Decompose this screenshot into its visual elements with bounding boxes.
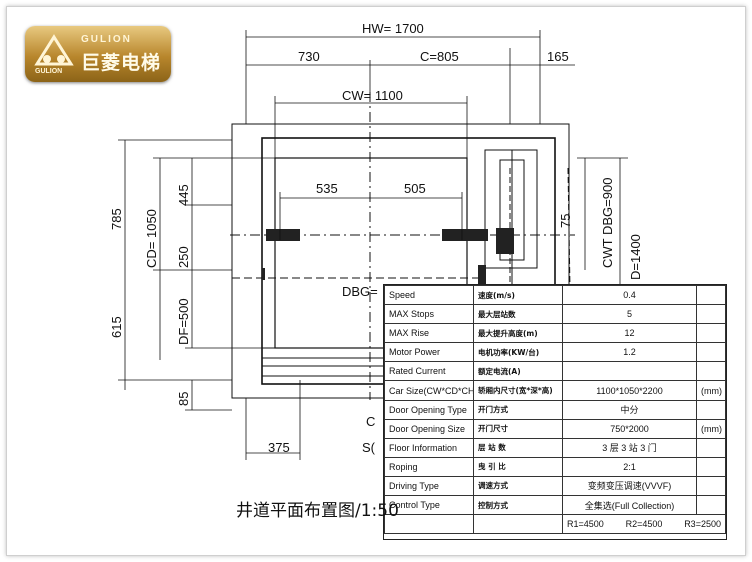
spec-unit	[696, 285, 726, 306]
logo-brand-en: GULION	[81, 34, 132, 45]
spec-value: 750*2000	[562, 418, 697, 439]
dim-250: 250	[176, 246, 191, 268]
guide-rails	[262, 228, 514, 285]
dim-c-partial: C	[366, 414, 375, 429]
reaction-r2: R2=4500	[625, 519, 663, 530]
spec-label-cn: 开门方式	[473, 399, 563, 420]
dim-730: 730	[298, 49, 320, 64]
spec-label-cn: 轿厢内尺寸(宽*深*高)	[473, 380, 563, 401]
dim-85: 85	[176, 392, 191, 406]
dim-375: 375	[268, 440, 290, 455]
spec-value: 变频变压调速(VVVF)	[562, 475, 697, 497]
spec-value: 中分	[562, 399, 697, 420]
spec-label-cn: 调速方式	[473, 475, 563, 497]
logo-brand-small: GULION	[35, 68, 63, 75]
spec-unit	[696, 323, 726, 344]
spec-label-en: Door Opening Size	[384, 418, 474, 439]
spec-label-en: Rated Current	[384, 361, 474, 382]
spec-label-en: Floor Information	[384, 437, 474, 458]
counterweight-frame	[484, 149, 538, 269]
spec-unit: (mm)	[696, 418, 726, 439]
spec-value: 1.2	[562, 342, 697, 363]
spec-label-en: Motor Power	[384, 342, 474, 363]
spec-label-en: Speed	[384, 285, 474, 306]
spec-unit: (mm)	[696, 380, 726, 401]
dim-615: 615	[109, 316, 124, 338]
spec-value: 0.4	[562, 285, 697, 306]
spec-label-cn: 层 站 数	[473, 437, 563, 458]
spec-label-cn: 曳 引 比	[473, 456, 563, 477]
dim-cwt-dbg: CWT DBG=900	[600, 178, 615, 268]
spec-label-en: Roping	[384, 456, 474, 477]
spec-unit	[696, 437, 726, 458]
spec-value: 3 层 3 站 3 门	[562, 437, 697, 458]
left-guide-rail	[266, 229, 300, 241]
dim-c805: C=805	[420, 49, 459, 64]
dim-165: 165	[547, 49, 569, 64]
gulion-logo: GULION 巨菱电梯 GULION	[25, 26, 171, 82]
spec-unit	[696, 361, 726, 382]
spec-value: 全集选(Full Collection)	[562, 495, 697, 516]
dim-785: 785	[109, 208, 124, 230]
dim-cw: CW= 1100	[342, 88, 403, 103]
spec-unit	[696, 399, 726, 420]
drawing-caption: 井道平面布置图/1:50	[236, 501, 399, 521]
spec-value: 5	[562, 304, 697, 325]
right-guide-rail	[442, 229, 488, 241]
reaction-r1: R1=4500	[567, 519, 604, 530]
spec-unit	[696, 495, 726, 516]
spec-label-cn: 控制方式	[473, 495, 563, 516]
dim-cd: CD= 1050	[144, 209, 159, 268]
spec-value	[562, 361, 697, 382]
spec-label-cn: 开门尺寸	[473, 418, 563, 439]
spec-label-en: Door Opening Type	[384, 399, 474, 420]
spec-label-cn: 最大层站数	[473, 304, 563, 325]
dim-505: 505	[404, 181, 426, 196]
dim-dbg: DBG=	[342, 284, 378, 299]
spec-label-en: Car Size(CW*CD*CH)	[384, 380, 474, 401]
spec-value: 1100*1050*2200	[562, 380, 697, 401]
dim-445: 445	[176, 184, 191, 206]
logo-emblem-icon	[34, 34, 74, 66]
logo-brand-cn: 巨菱电梯	[81, 52, 162, 74]
dim-75: 75	[558, 214, 573, 228]
spec-label-en: MAX Rise	[384, 323, 474, 344]
spec-unit	[696, 456, 726, 477]
spec-label-cn: 最大提升高度(m)	[473, 323, 563, 344]
dim-s-partial: S(	[362, 440, 376, 455]
spec-row: Car Size(CW*CD*CH)轿厢内尺寸(宽*深*高)1100*1050*…	[384, 380, 726, 401]
spec-label-en: MAX Stops	[384, 304, 474, 325]
dim-d1400: D=1400	[628, 234, 643, 280]
spec-unit	[696, 342, 726, 363]
dim-df: DF=500	[176, 298, 191, 345]
frame-border	[6, 6, 746, 556]
dim-535: 535	[316, 181, 338, 196]
spec-label-cn: 额定电流(A)	[473, 361, 563, 382]
spec-label-en: Driving Type	[384, 475, 474, 497]
spec-value: 2:1	[562, 456, 697, 477]
reaction-r3: R3=2500	[684, 519, 721, 530]
cwt-guide-rail	[496, 228, 514, 254]
spec-label-cn: 电机功率(KW/台)	[473, 342, 563, 363]
spec-value: 12	[562, 323, 697, 344]
reactions-row: R1=4500 R2=4500 R3=2500	[384, 514, 726, 535]
spec-label-cn: 速度(m/s)	[473, 285, 563, 306]
spec-unit	[696, 304, 726, 325]
dim-hw: HW= 1700	[362, 21, 424, 36]
spec-unit	[696, 475, 726, 497]
